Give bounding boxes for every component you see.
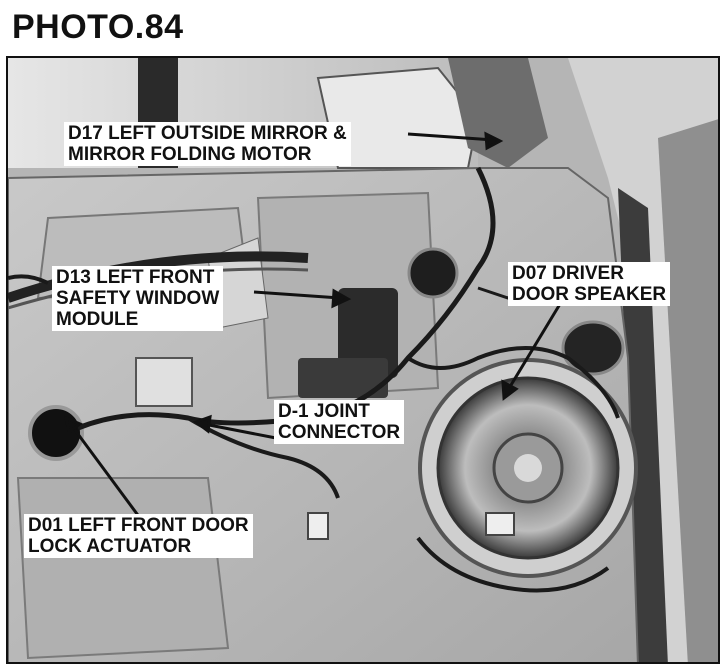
callout-safety-window-module: D13 LEFT FRONT SAFETY WINDOW MODULE <box>52 266 224 331</box>
callout-window-line-3: MODULE <box>56 309 139 330</box>
callout-mirror-motor: D17 LEFT OUTSIDE MIRROR & MIRROR FOLDING… <box>64 122 351 166</box>
callout-joint-line-2: CONNECTOR <box>278 422 401 443</box>
callout-joint-connector: D-1 JOINT CONNECTOR <box>274 400 405 444</box>
callout-window-line-2: SAFETY WINDOW <box>56 288 220 309</box>
callout-mirror-line-2: MIRROR FOLDING MOTOR <box>68 144 312 165</box>
door-photo-illustration <box>8 58 718 662</box>
door-interior-photo: D17 LEFT OUTSIDE MIRROR & MIRROR FOLDING… <box>6 56 720 664</box>
callout-driver-door-speaker: D07 DRIVER DOOR SPEAKER <box>508 262 671 306</box>
callout-lock-line-2: LOCK ACTUATOR <box>28 536 192 557</box>
callout-mirror-line-1: D17 LEFT OUTSIDE MIRROR & <box>68 123 347 144</box>
callout-speaker-line-2: DOOR SPEAKER <box>512 284 667 305</box>
callout-lock-line-1: D01 LEFT FRONT DOOR <box>28 515 249 536</box>
callout-speaker-line-1: D07 DRIVER <box>512 263 624 284</box>
callout-window-line-1: D13 LEFT FRONT <box>56 267 215 288</box>
callout-joint-line-1: D-1 JOINT <box>278 401 370 422</box>
callout-lock-actuator: D01 LEFT FRONT DOOR LOCK ACTUATOR <box>24 514 253 558</box>
photo-heading: PHOTO.84 <box>12 8 184 46</box>
